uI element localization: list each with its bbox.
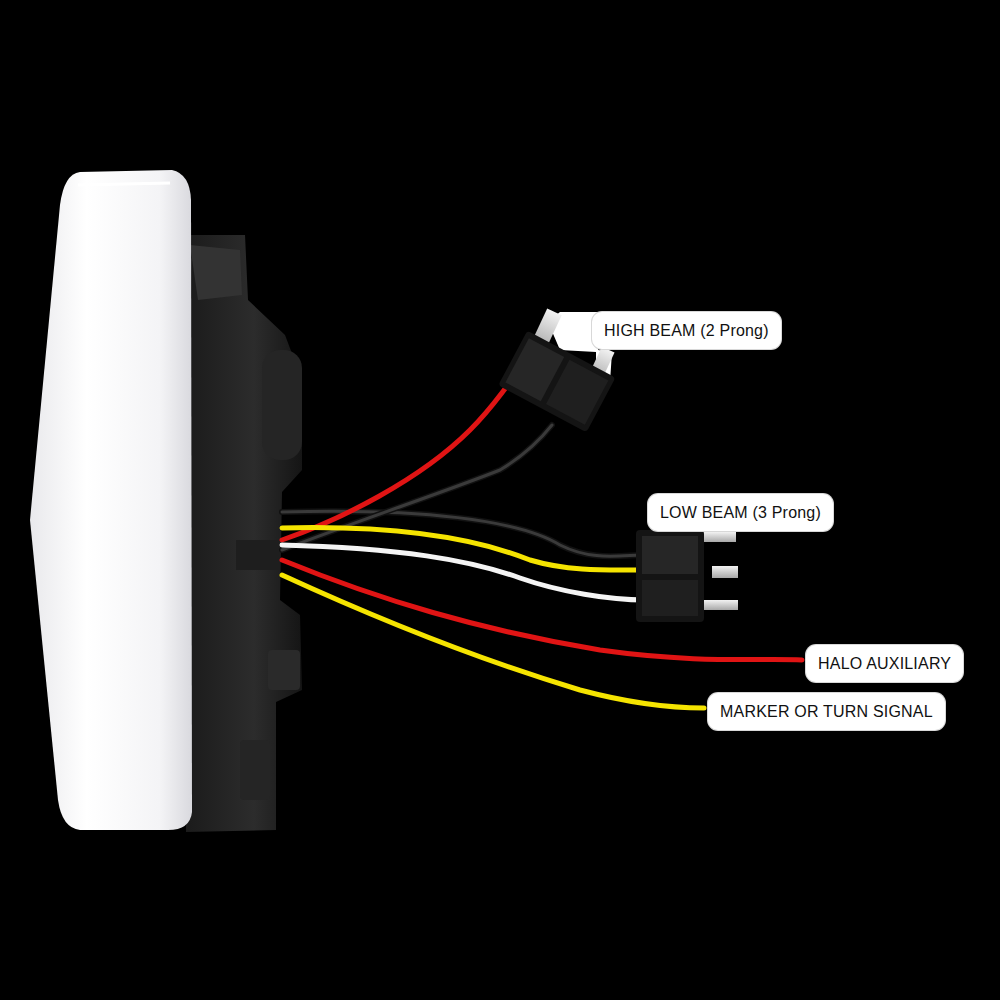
high-beam-label: HIGH BEAM (2 Prong) — [592, 312, 781, 349]
headlight-lens — [30, 170, 192, 830]
callout-text: MARKER OR TURN SIGNAL — [720, 702, 933, 722]
callout-text: HIGH BEAM (2 Prong) — [604, 321, 769, 341]
halo-label: HALO AUXILIARY — [806, 645, 963, 682]
lens-highlight — [78, 183, 170, 185]
wire-bundle — [282, 385, 802, 708]
low-beam-label: LOW BEAM (3 Prong) — [648, 494, 833, 531]
marker-label: MARKER OR TURN SIGNAL — [708, 693, 945, 730]
callout-text: LOW BEAM (3 Prong) — [660, 503, 821, 523]
low-beam-plug — [636, 530, 738, 622]
callout-text: HALO AUXILIARY — [818, 654, 951, 674]
headlight-housing — [182, 235, 302, 832]
